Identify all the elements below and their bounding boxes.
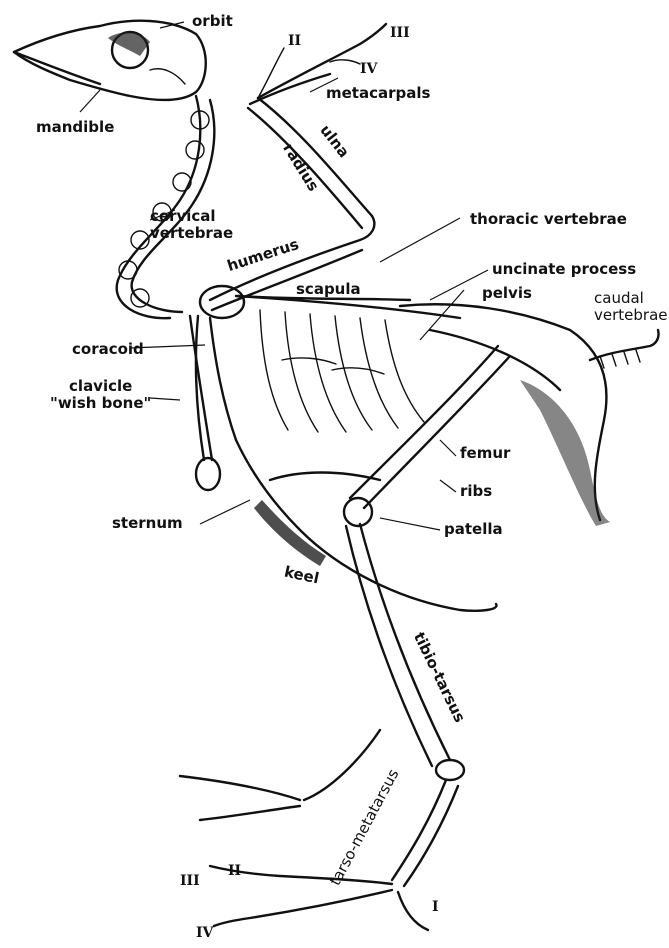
label-coracoid: coracoid [72,342,144,357]
label-clavicle: clavicle "wish bone" [50,378,151,412]
label-mandible: mandible [36,120,114,135]
label-scapula: scapula [296,282,361,297]
label-toe-II: II [228,864,241,879]
label-toe-I: I [432,900,439,915]
label-digit-II: II [288,34,301,49]
label-digit-III: III [390,26,410,41]
label-pelvis: pelvis [482,286,532,301]
label-thoracic-vertebrae: thoracic vertebrae [470,212,627,227]
label-toe-IV: IV [196,926,213,941]
label-orbit: orbit [192,14,233,29]
label-patella: patella [444,522,503,537]
label-ribs: ribs [460,484,492,499]
label-femur: femur [460,446,510,461]
label-toe-III: III [180,874,200,889]
label-metacarpals: metacarpals [326,86,430,101]
label-caudal-vertebrae: caudal vertebrae [594,290,668,324]
label-sternum: sternum [112,516,183,531]
label-cervical-vertebrae: cervical vertebrae [150,208,233,242]
label-digit-IV: IV [360,62,377,77]
label-uncinate-process: uncinate process [492,262,636,277]
